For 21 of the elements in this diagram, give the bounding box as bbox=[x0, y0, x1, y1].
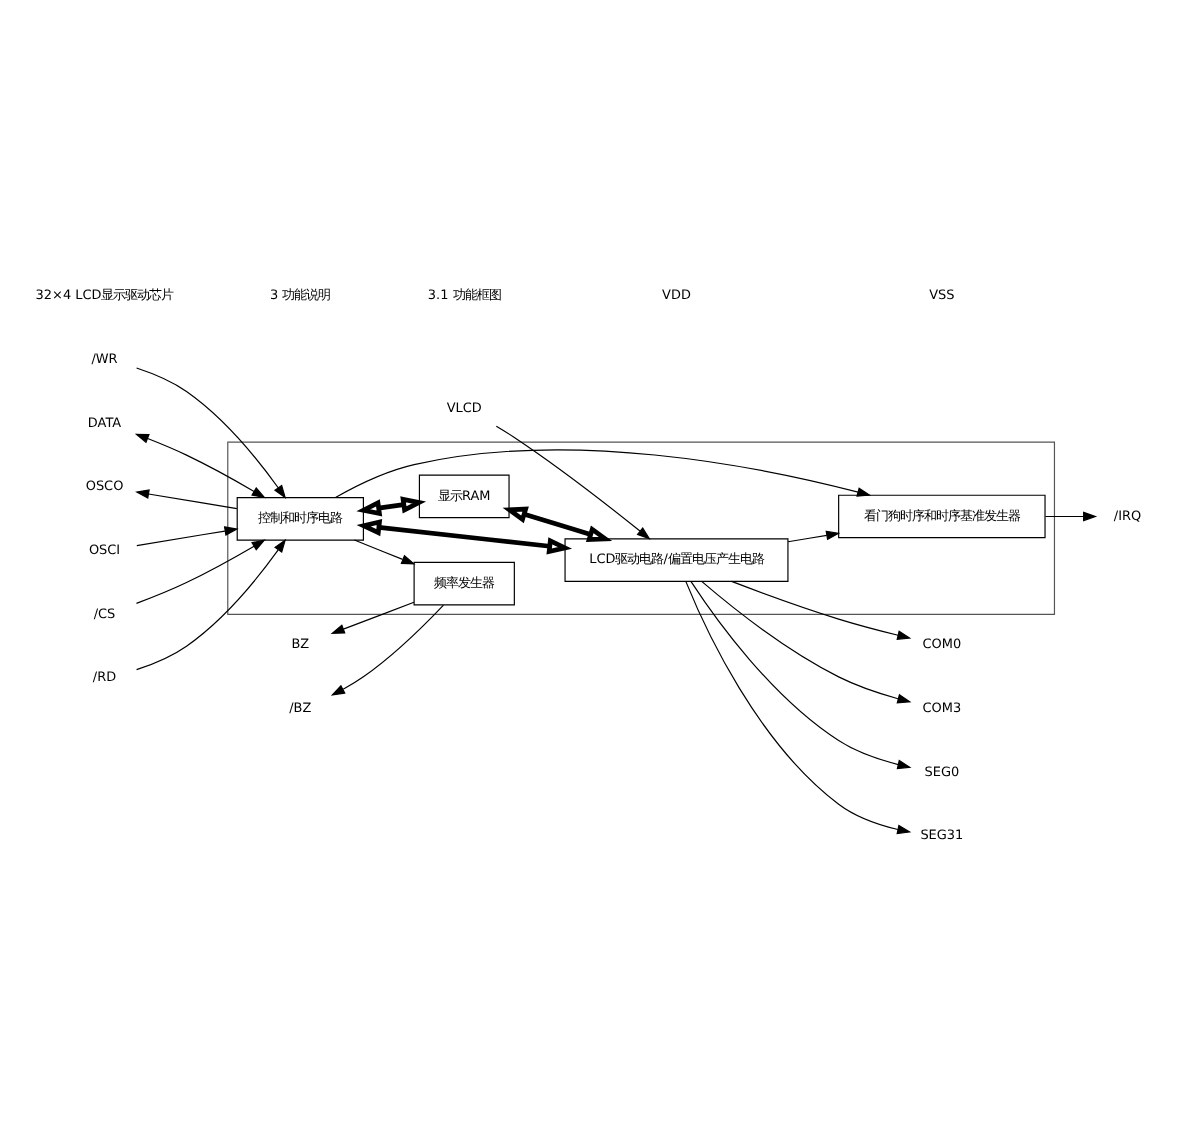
arrow bbox=[136, 525, 239, 546]
arrow bbox=[356, 495, 427, 516]
arrow bbox=[135, 488, 238, 509]
arrow bbox=[685, 580, 912, 834]
arrow bbox=[134, 432, 266, 498]
cluster bbox=[227, 440, 1056, 614]
arrow bbox=[690, 580, 912, 769]
arrow bbox=[135, 538, 266, 603]
arrow bbox=[330, 600, 415, 633]
arrow bbox=[353, 538, 416, 564]
arrow bbox=[731, 579, 912, 639]
arrow bbox=[495, 424, 651, 539]
arrow bbox=[136, 366, 287, 498]
arrow bbox=[787, 529, 841, 542]
arrow bbox=[334, 448, 872, 498]
arrow bbox=[136, 537, 287, 670]
arrow bbox=[330, 603, 445, 695]
arrow bbox=[502, 505, 613, 542]
arrow bbox=[1044, 510, 1098, 521]
arrow bbox=[356, 518, 573, 554]
arrow bbox=[701, 579, 912, 703]
